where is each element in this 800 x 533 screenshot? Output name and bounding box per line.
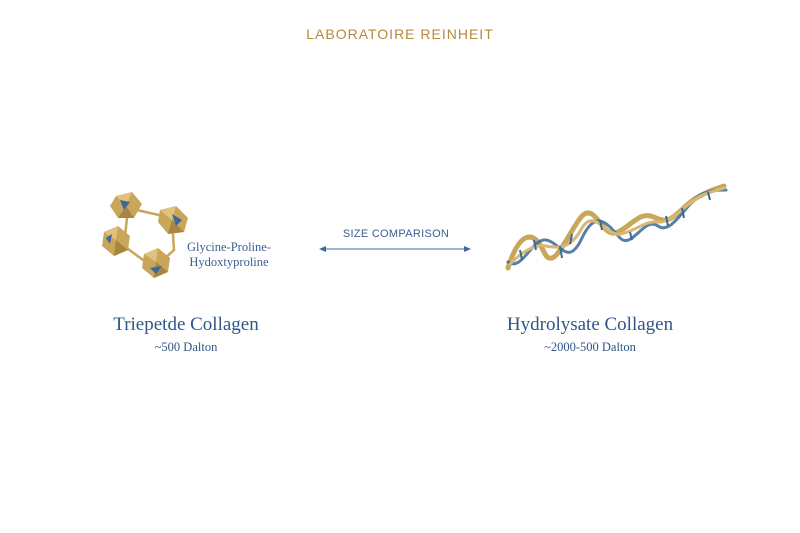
molecule-label-line2: Hydoxtyproline [189,255,269,269]
hydrolysate-weight: ~2000-500 Dalton [544,340,636,354]
tripeptide-molecule-illustration [102,192,188,278]
size-comparison-label: SIZE COMPARISON [342,228,450,240]
molecule-unit [158,206,188,234]
hydrolysate-title: Hydrolysate Collagen [506,314,674,335]
brand-name: LABORATOIRE REINHEIT [306,26,494,42]
molecule-unit [110,192,142,218]
tripeptide-title: Triepetde Collagen [113,314,259,335]
molecule-unit [102,226,130,256]
molecule-label: Glycine-Proline- Hydoxtyproline [184,240,274,270]
double-arrow-icon [319,246,471,252]
tripeptide-weight: ~500 Dalton [154,340,218,354]
collagen-helix-illustration [505,183,728,271]
molecule-label-line1: Glycine-Proline- [186,240,271,254]
molecule-unit [142,248,170,278]
